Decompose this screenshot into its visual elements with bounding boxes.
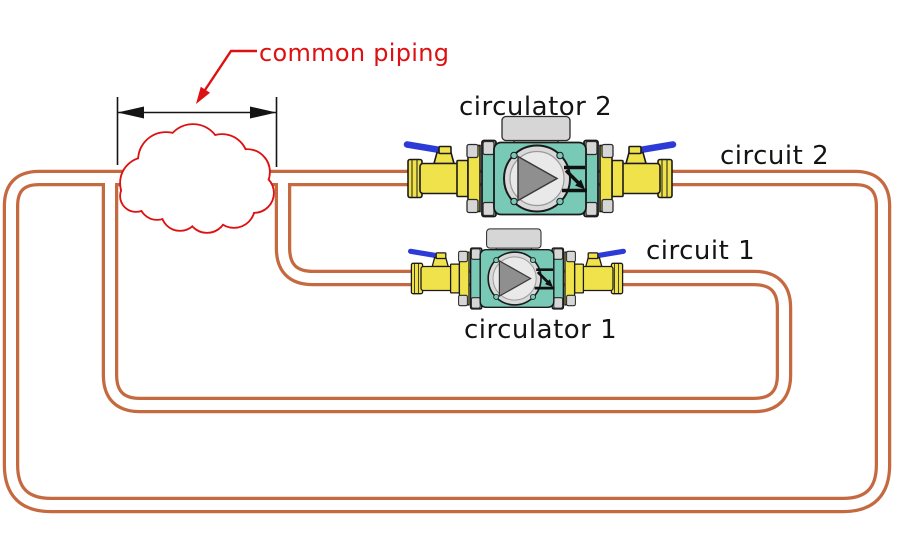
circulator-2-assembly xyxy=(407,117,673,217)
circuit-1-pipe-bore xyxy=(105,178,789,410)
dimension-arrow-right-icon xyxy=(250,106,277,119)
circuit-1-label: circuit 1 xyxy=(646,236,756,266)
common-piping-label: common piping xyxy=(259,39,450,67)
dimension-indicator xyxy=(116,97,278,167)
dimension-arrow-left-icon xyxy=(117,106,144,119)
leader-arrow xyxy=(196,49,257,104)
common-piping-cloud-icon xyxy=(119,123,275,234)
circuit-2-pipe-loop xyxy=(2,169,892,514)
circuit-2-label: circuit 2 xyxy=(720,141,830,171)
circulator-1-assembly xyxy=(411,229,624,309)
circuit-2-pipe-bore xyxy=(6,173,888,510)
circulator-1-label: circulator 1 xyxy=(464,315,618,345)
leader-arrowhead-icon xyxy=(196,86,210,104)
circulator-2-label: circulator 2 xyxy=(459,92,613,122)
pipe-loops xyxy=(2,169,892,514)
